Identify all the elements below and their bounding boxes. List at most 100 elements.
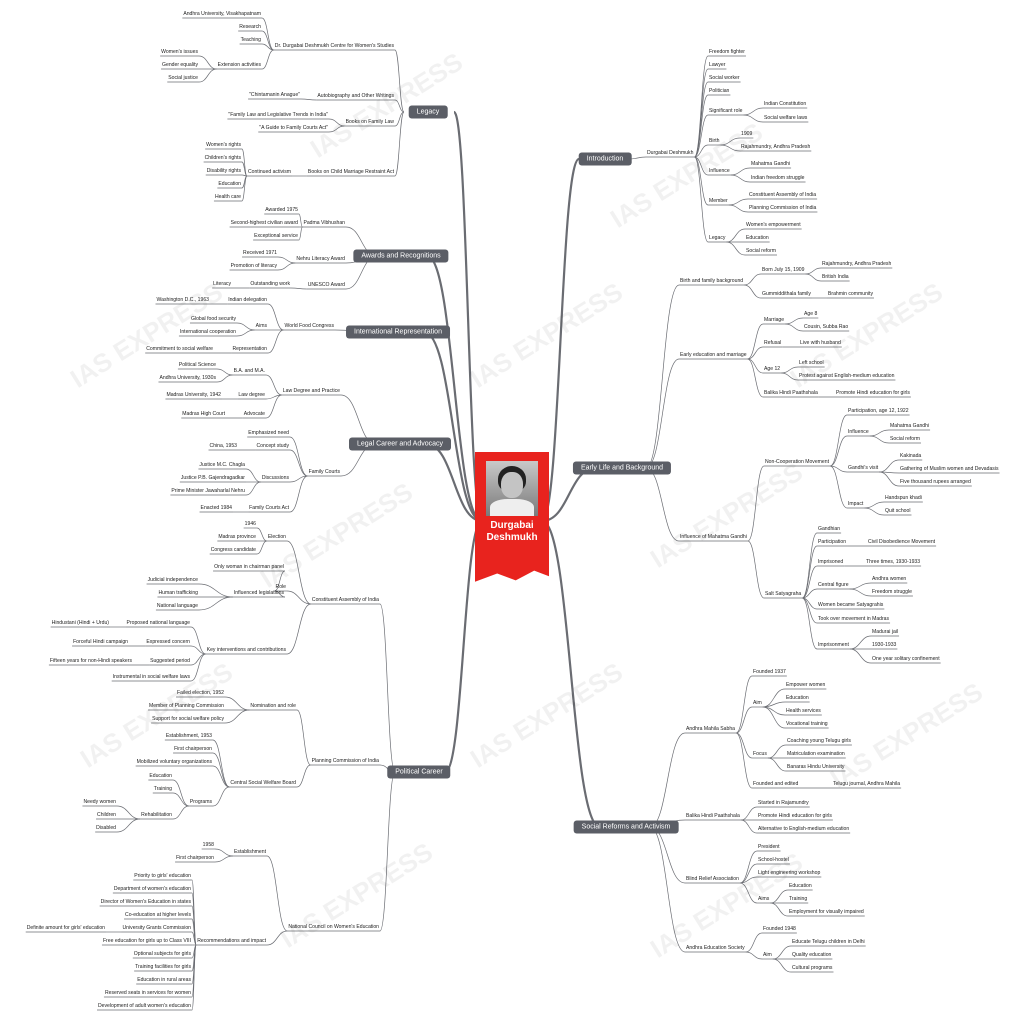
branch-legal[interactable]: Legal Career and Advocacy: [349, 437, 451, 451]
map-node-r15[interactable]: Member: [709, 198, 728, 204]
map-node-i8[interactable]: Commitment to social welfare: [146, 346, 213, 352]
map-node-s27[interactable]: Founded 1948: [763, 926, 796, 932]
map-node-e25[interactable]: Kakinada: [900, 453, 922, 459]
map-node-g15[interactable]: Continued activism: [247, 169, 291, 175]
map-node-s26[interactable]: Andhra Education Society: [686, 945, 745, 951]
map-node-r20[interactable]: Education: [746, 235, 769, 241]
map-node-g11[interactable]: Books on Family Law: [345, 119, 394, 125]
map-node-p1[interactable]: Constituent Assembly of India: [311, 597, 379, 603]
map-node-p19[interactable]: Instrumental in social welfare laws: [112, 674, 190, 680]
map-node-p45[interactable]: University Grants Commission: [122, 925, 192, 931]
map-node-r10[interactable]: 1909: [741, 131, 753, 137]
map-node-i6[interactable]: International cooperation: [179, 329, 236, 335]
map-node-s21[interactable]: Light engineering workshop: [758, 870, 821, 876]
map-node-s14[interactable]: Balika Hindi Paathshala: [686, 813, 740, 819]
map-node-p3[interactable]: 1946: [244, 521, 256, 527]
map-node-p15[interactable]: Expressed concern: [146, 639, 190, 645]
map-node-r16[interactable]: Constituent Assembly of India: [749, 192, 817, 198]
map-node-p31[interactable]: Training: [153, 786, 172, 792]
map-node-s28[interactable]: Aim: [763, 952, 772, 958]
map-node-r18[interactable]: Legacy: [709, 235, 726, 241]
map-node-i2[interactable]: Indian delegation: [228, 297, 267, 303]
map-node-e12[interactable]: Live with husband: [800, 340, 841, 346]
map-node-e41[interactable]: Took over movement in Madras: [818, 616, 890, 622]
map-node-g18[interactable]: Disability rights: [206, 168, 241, 174]
map-node-p5[interactable]: Congress candidate: [210, 547, 256, 553]
map-node-e27[interactable]: Five thousand rupees arranged: [900, 479, 971, 485]
map-node-p13[interactable]: Proposed national language: [126, 620, 190, 626]
map-node-e19[interactable]: Non-Cooperation Movement: [765, 459, 829, 465]
map-node-p35[interactable]: Disabled: [96, 825, 116, 831]
map-node-s31[interactable]: Cultural programs: [792, 965, 833, 971]
branch-political[interactable]: Political Career: [387, 765, 451, 779]
map-node-e13[interactable]: Age 12: [764, 366, 781, 372]
map-node-p44[interactable]: Co-education at higher levels: [125, 912, 191, 918]
map-node-p27[interactable]: First chairperson: [174, 746, 212, 752]
map-node-s1[interactable]: Andhra Mahila Sabha: [686, 726, 735, 732]
map-node-g4[interactable]: Teaching: [240, 37, 261, 43]
map-node-l4[interactable]: Andhra University, 1930s: [159, 375, 216, 381]
map-node-e14[interactable]: Left school: [799, 360, 824, 366]
map-node-e39[interactable]: Freedom struggle: [872, 589, 912, 595]
map-node-p25[interactable]: Central Social Welfare Board: [230, 780, 296, 786]
map-node-s12[interactable]: Founded and edited: [753, 781, 799, 787]
map-node-l7[interactable]: Advocate: [243, 411, 265, 417]
map-node-r11[interactable]: Rajahmundry, Andhra Pradesh: [741, 144, 811, 150]
map-node-r17[interactable]: Planning Commission of India: [749, 205, 817, 211]
map-node-l12[interactable]: China, 1953: [209, 443, 237, 449]
map-node-p18[interactable]: Fifteen years for non-Hindi speakers: [49, 658, 132, 664]
map-node-e9[interactable]: Age 8: [804, 311, 818, 317]
map-node-p49[interactable]: Training facilities for girls: [135, 964, 191, 970]
map-node-g3[interactable]: Research: [239, 24, 261, 30]
map-node-p30[interactable]: Education: [149, 773, 172, 779]
map-node-l6[interactable]: Madras University, 1942: [166, 392, 221, 398]
map-node-p40[interactable]: Recommendations and impact: [197, 938, 266, 944]
map-node-r21[interactable]: Social reform: [746, 248, 777, 254]
map-node-r19[interactable]: Women's empowerment: [746, 222, 801, 228]
map-node-s16[interactable]: Promote Hindi education for girls: [758, 813, 832, 819]
map-node-s19[interactable]: President: [758, 844, 780, 850]
map-node-l11[interactable]: Concept study: [256, 443, 289, 449]
map-node-p6[interactable]: Role: [275, 584, 286, 590]
map-node-i1[interactable]: World Food Congress: [284, 323, 334, 329]
map-node-s30[interactable]: Quality education: [792, 952, 832, 958]
map-node-g2[interactable]: Andhra University, Visakhapatnam: [183, 11, 261, 17]
map-node-g17[interactable]: Children's rights: [204, 155, 241, 161]
map-node-p23[interactable]: Member of Planning Commission: [148, 703, 224, 709]
map-node-g6[interactable]: Women's issues: [161, 49, 198, 55]
map-node-p52[interactable]: Development of adult women's education: [98, 1003, 191, 1009]
map-node-p26[interactable]: Establishment, 1953: [165, 733, 212, 739]
central-topic[interactable]: Durgabai Deshmukh: [475, 452, 549, 582]
map-node-a7[interactable]: Promotion of literacy: [230, 263, 277, 269]
map-node-a5[interactable]: Nehru Literacy Award: [296, 256, 345, 262]
map-node-p10[interactable]: Human trafficking: [158, 590, 198, 596]
map-node-s3[interactable]: Aim: [753, 700, 762, 706]
map-node-p47[interactable]: Free education for girls up to Class VII…: [102, 938, 191, 944]
map-node-i4[interactable]: Aims: [255, 323, 267, 329]
map-node-e36[interactable]: Three times, 1930-1933: [866, 559, 921, 565]
branch-social-reforms[interactable]: Social Reforms and Activism: [573, 820, 679, 834]
map-node-e5[interactable]: Gummiddithala family: [762, 291, 811, 297]
map-node-p4[interactable]: Madras province: [218, 534, 256, 540]
map-node-l2[interactable]: B.A. and M.A.: [233, 368, 265, 374]
map-node-s17[interactable]: Alternative to English-medium education: [758, 826, 850, 832]
map-node-l1[interactable]: Law Degree and Practice: [282, 388, 340, 394]
map-node-a10[interactable]: Literacy: [213, 281, 231, 287]
map-node-e21[interactable]: Influence: [848, 429, 869, 435]
map-node-p38[interactable]: 1958: [202, 842, 214, 848]
map-node-g16[interactable]: Women's rights: [206, 142, 241, 148]
map-node-e43[interactable]: Madurai jail: [872, 629, 899, 635]
map-node-s18[interactable]: Blind Relief Association: [686, 876, 739, 882]
map-node-e16[interactable]: Balika Hindi Paathshala: [764, 390, 818, 396]
map-node-p33[interactable]: Needy women: [83, 799, 116, 805]
map-node-p51[interactable]: Reserved seats in services for women: [104, 990, 191, 996]
map-node-l15[interactable]: Justice P.B. Gajendragadkar: [180, 475, 245, 481]
map-node-e17[interactable]: Promote Hindi education for girls: [836, 390, 910, 396]
map-node-e1[interactable]: Birth and family background: [680, 278, 744, 284]
map-node-g8[interactable]: Social justice: [168, 75, 198, 81]
map-node-e2[interactable]: Born July 15, 1909: [762, 267, 805, 273]
map-node-e7[interactable]: Early education and marriage: [680, 352, 747, 358]
map-node-e33[interactable]: Participation: [818, 539, 847, 545]
map-node-e11[interactable]: Refusal: [764, 340, 782, 346]
map-node-e42[interactable]: Imprisonment: [818, 642, 849, 648]
